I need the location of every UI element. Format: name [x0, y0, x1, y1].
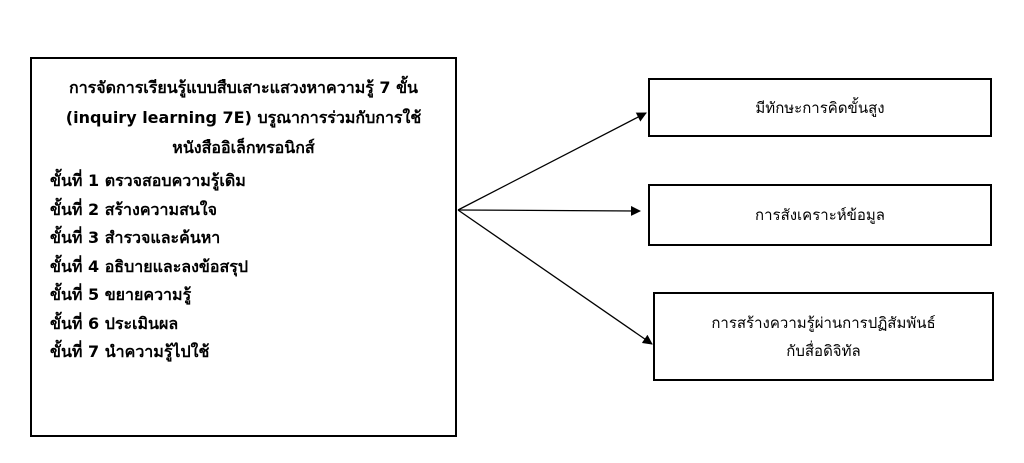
arrow-to-outcome-3 — [457, 209, 653, 345]
process-title: การจัดการเรียนรู้แบบสืบเสาะแสวงหาความรู้… — [32, 73, 455, 163]
step-1: ขั้นที่ 1 ตรวจสอบความรู้เดิม — [50, 171, 246, 190]
step-7: ขั้นที่ 7 นำความรู้ไปใช้ — [50, 342, 210, 361]
outcome-text: กับสื่อดิจิทัล — [786, 341, 861, 360]
arrow-to-outcome-2 — [457, 205, 641, 216]
arrow-to-outcome-1 — [457, 112, 647, 211]
step-6: ขั้นที่ 6 ประเมินผล — [50, 313, 179, 333]
title-line: การจัดการเรียนรู้แบบสืบเสาะแสวงหาความรู้… — [69, 78, 418, 97]
learning-process-box: การจัดการเรียนรู้แบบสืบเสาะแสวงหาความรู้… — [30, 57, 457, 437]
step-3: ขั้นที่ 3 สำรวจและค้นหา — [50, 228, 221, 247]
step-5: ขั้นที่ 5 ขยายความรู้ — [50, 285, 192, 304]
outcome-text: การสร้างความรู้ผ่านการปฏิสัมพันธ์ — [711, 313, 936, 332]
step-4: ขั้นที่ 4 อธิบายและลงข้อสรุป — [50, 256, 248, 276]
outcome-text: การสังเคราะห์ข้อมูล — [755, 206, 885, 224]
step-list: ขั้นที่ 1 ตรวจสอบความรู้เดิม ขั้นที่ 2 ส… — [50, 167, 248, 367]
title-line: หนังสืออิเล็กทรอนิกส์ — [172, 138, 315, 157]
outcome-box-3: การสร้างความรู้ผ่านการปฏิสัมพันธ์ กับสื่… — [653, 292, 994, 381]
outcome-box-2: การสังเคราะห์ข้อมูล — [648, 184, 992, 246]
title-line: (inquiry learning 7E) บรูณาการร่วมกับการ… — [65, 108, 422, 127]
outcome-box-1: มีทักษะการคิดขั้นสูง — [648, 78, 992, 137]
outcome-text: มีทักษะการคิดขั้นสูง — [755, 98, 885, 117]
step-2: ขั้นที่ 2 สร้างความสนใจ — [50, 199, 217, 219]
